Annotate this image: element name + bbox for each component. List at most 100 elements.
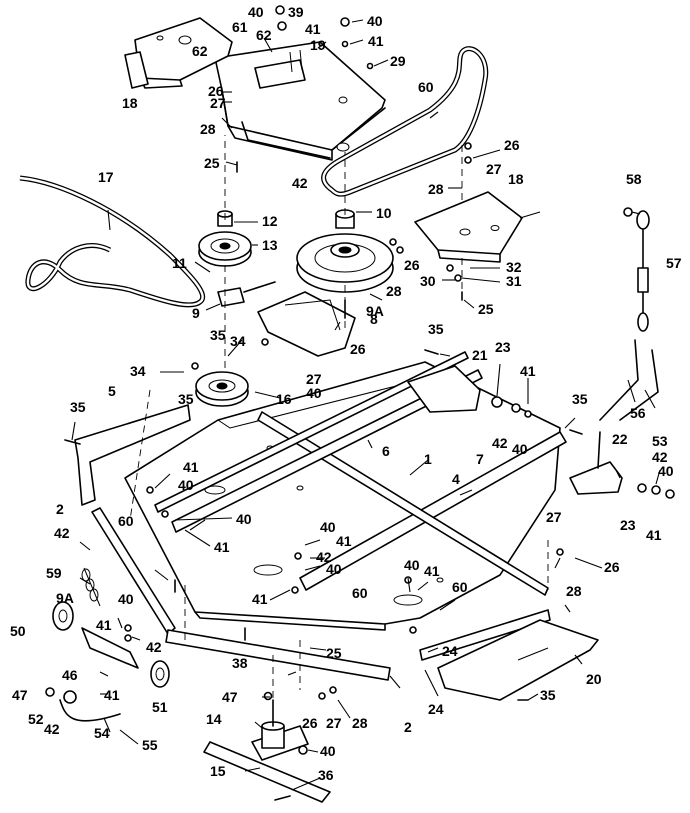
callout-42: 42 xyxy=(492,435,508,451)
callout-45: 47 xyxy=(222,689,238,705)
deck-frame xyxy=(124,361,561,631)
callout-40: 40 xyxy=(118,591,134,607)
callout-41: 40 xyxy=(248,4,264,20)
leader-arrows xyxy=(71,19,661,791)
pulley-13 xyxy=(198,231,252,267)
callout-42: 42 xyxy=(292,175,308,191)
callout-35: 36 xyxy=(318,767,334,783)
callout-7: 8 xyxy=(370,311,378,327)
callout-18: 18 xyxy=(508,171,524,187)
callout-51: 57 xyxy=(666,255,682,271)
spindle-14 xyxy=(251,699,309,761)
skirt-24 xyxy=(419,609,551,661)
callout-9: 9A xyxy=(366,303,384,319)
callout-42: 41 xyxy=(305,21,321,37)
callout-41: 41 xyxy=(214,539,230,555)
callout-50: 56 xyxy=(630,405,646,421)
callout-55: 60 xyxy=(118,513,134,529)
callout-42: 42 xyxy=(652,449,668,465)
spacer-9a xyxy=(335,209,355,229)
callout-58: 61 xyxy=(232,19,248,35)
callout-28: 28 xyxy=(428,181,444,197)
callout-35: 35 xyxy=(70,399,86,415)
callout-41: 41 xyxy=(96,617,112,633)
callout-27: 27 xyxy=(210,95,226,111)
callout-60: 62 xyxy=(192,43,208,59)
callout-41: 41 xyxy=(424,563,440,579)
lift-rod-47-left xyxy=(59,699,121,722)
callout-37: 40 xyxy=(306,385,322,401)
skirt-2-left xyxy=(91,507,176,635)
assembly-guide-lines xyxy=(129,135,549,700)
callout-54: 60 xyxy=(418,79,434,95)
pulley-9 xyxy=(296,233,394,293)
callout-14: 14 xyxy=(206,711,222,727)
callout-26: 26 xyxy=(302,715,318,731)
turnbuckle-51 xyxy=(636,210,650,332)
callout-27: 27 xyxy=(486,161,502,177)
callout-40: 40 xyxy=(236,511,252,527)
callout-23: 23 xyxy=(620,517,636,533)
callout-27: 27 xyxy=(546,509,562,525)
brace-6 xyxy=(257,411,549,596)
callout-41: 41 xyxy=(520,363,536,379)
callout-29: 29 xyxy=(390,53,406,69)
chain-53 xyxy=(81,567,101,607)
callout-42: 42 xyxy=(316,549,332,565)
callout-36: 38 xyxy=(232,655,248,671)
spacer-12 xyxy=(217,210,233,227)
callout-33: 34 xyxy=(130,363,146,379)
callout-57: 60 xyxy=(452,579,468,595)
callout-17: 17 xyxy=(98,169,114,185)
belt-guard-bracket-upper xyxy=(124,17,233,89)
callout-21: 21 xyxy=(472,347,488,363)
callout-18: 18 xyxy=(122,95,138,111)
skirt-2-front xyxy=(165,629,391,681)
belt-17 xyxy=(19,175,206,308)
callout-26: 26 xyxy=(350,341,366,357)
callout-40: 40 xyxy=(658,463,674,479)
callout-41: 41 xyxy=(368,33,384,49)
callout-40: 40 xyxy=(404,557,420,573)
callout-6: 7 xyxy=(476,451,484,467)
callout-30: 30 xyxy=(420,273,436,289)
callout-28: 28 xyxy=(352,715,368,731)
callout-56: 60 xyxy=(352,585,368,601)
callout-40: 40 xyxy=(326,561,342,577)
callout-25: 25 xyxy=(204,155,220,171)
callout-44: 47 xyxy=(12,687,28,703)
callout-46: 50 xyxy=(10,623,26,639)
fasteners xyxy=(45,5,675,801)
callout-35: 35 xyxy=(428,321,444,337)
bracket-21 xyxy=(407,365,481,413)
callout-25: 25 xyxy=(478,301,494,317)
callout-8: 9 xyxy=(192,305,200,321)
brace-3 xyxy=(299,431,567,591)
gearbox-mount-bracket xyxy=(214,41,386,161)
idler-arm-8 xyxy=(217,281,276,307)
bracket-46-arm xyxy=(81,627,139,669)
callout-41: 41 xyxy=(183,459,199,475)
brace-5 xyxy=(154,351,469,513)
callout-23: 23 xyxy=(495,339,511,355)
callout-27: 27 xyxy=(306,371,322,387)
callout-4: 5 xyxy=(108,383,116,399)
callout-40: 40 xyxy=(512,441,528,457)
discharge-chute-20 xyxy=(437,619,599,701)
callout-39: 40 xyxy=(320,743,336,759)
callout-42: 42 xyxy=(54,525,70,541)
callout-33: 34 xyxy=(230,333,246,349)
brace-1 xyxy=(171,369,483,533)
callout-15: 15 xyxy=(210,763,226,779)
callout-2: 2 xyxy=(404,719,412,735)
callout-48: 52 xyxy=(28,711,44,727)
callout-32: 32 xyxy=(506,259,522,275)
callout-9a: 10 xyxy=(376,205,392,221)
callout-47: 54 xyxy=(94,725,110,741)
callout-12: 12 xyxy=(262,213,278,229)
callout-47: 53 xyxy=(652,433,668,449)
callout-40: 39 xyxy=(288,4,304,20)
callout-11: 11 xyxy=(172,255,187,271)
bracket-22 xyxy=(569,431,623,495)
